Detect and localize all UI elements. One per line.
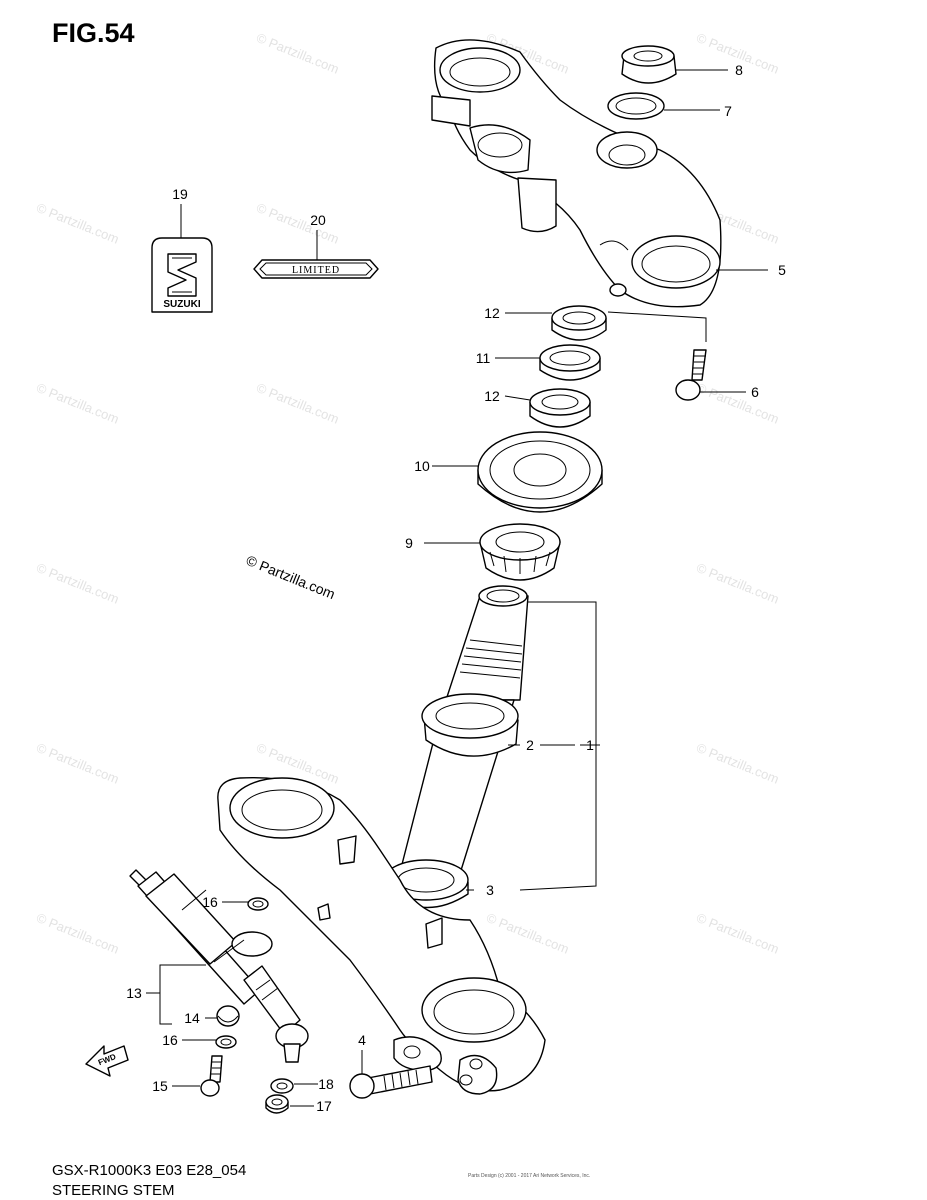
callout-19: 19 bbox=[172, 186, 188, 202]
callout-15: 15 bbox=[152, 1078, 168, 1094]
bolt-6 bbox=[675, 349, 707, 401]
section-name: STEERING STEM bbox=[52, 1182, 175, 1199]
leader-line bbox=[607, 311, 707, 342]
suzuki-emblem-text: SUZUKI bbox=[163, 299, 200, 310]
fine-print: Parts Design (c) 2001 - 2017 Ari Network… bbox=[468, 1173, 591, 1179]
callout-16-lower: 16 bbox=[162, 1032, 178, 1048]
bolt-4 bbox=[349, 1065, 433, 1099]
cushion-14 bbox=[216, 1005, 240, 1027]
callout-17: 17 bbox=[316, 1098, 332, 1114]
steering-stem bbox=[383, 585, 529, 909]
lower-bracket bbox=[217, 776, 546, 1095]
callout-9: 9 bbox=[405, 535, 413, 551]
washer-16-lower bbox=[215, 1035, 237, 1049]
callout-12-lower: 12 bbox=[484, 388, 500, 404]
steering-damper bbox=[129, 869, 309, 1063]
leader-line bbox=[159, 964, 172, 1025]
callout-labels: 1 2 3 4 5 6 7 8 9 10 11 12 12 13 14 15 1… bbox=[126, 62, 786, 1114]
callout-2: 2 bbox=[526, 737, 534, 753]
nut-17 bbox=[265, 1094, 289, 1114]
leader-line bbox=[504, 395, 531, 401]
callout-7: 7 bbox=[724, 103, 732, 119]
stem-nut-8 bbox=[621, 45, 677, 84]
callout-13: 13 bbox=[126, 985, 142, 1001]
figure-title: FIG.54 bbox=[52, 18, 135, 48]
upper-bracket bbox=[431, 39, 722, 308]
callout-14: 14 bbox=[184, 1010, 200, 1026]
bolt-15 bbox=[200, 1055, 223, 1097]
callout-8: 8 bbox=[735, 62, 743, 78]
stem-nut-12-lower bbox=[529, 388, 591, 428]
callout-5: 5 bbox=[778, 262, 786, 278]
dust-seal-10 bbox=[477, 431, 603, 513]
leader-line bbox=[528, 601, 598, 746]
callout-18: 18 bbox=[318, 1076, 334, 1092]
callout-1: 1 bbox=[586, 737, 594, 753]
washer-7 bbox=[607, 92, 665, 120]
callout-4: 4 bbox=[358, 1032, 366, 1048]
callout-10: 10 bbox=[414, 458, 430, 474]
washer-18 bbox=[270, 1078, 294, 1094]
forward-arrow-icon: FWD bbox=[85, 1045, 129, 1077]
suzuki-emblem: SUZUKI bbox=[151, 237, 213, 313]
leader-line bbox=[519, 745, 597, 891]
callout-12-upper: 12 bbox=[484, 305, 500, 321]
washer-11 bbox=[539, 344, 601, 381]
bearing-9 bbox=[479, 523, 561, 581]
limited-emblem: LIMITED bbox=[253, 259, 379, 279]
callout-11: 11 bbox=[476, 350, 491, 366]
callout-16-upper: 16 bbox=[202, 894, 218, 910]
model-code: GSX-R1000K3 E03 E28_054 bbox=[52, 1162, 247, 1179]
limited-emblem-text: LIMITED bbox=[292, 265, 340, 276]
washer-16-upper bbox=[247, 897, 269, 911]
callout-6: 6 bbox=[751, 384, 759, 400]
callout-3: 3 bbox=[486, 882, 494, 898]
callout-20: 20 bbox=[310, 212, 326, 228]
stem-nut-12-upper bbox=[551, 305, 607, 341]
